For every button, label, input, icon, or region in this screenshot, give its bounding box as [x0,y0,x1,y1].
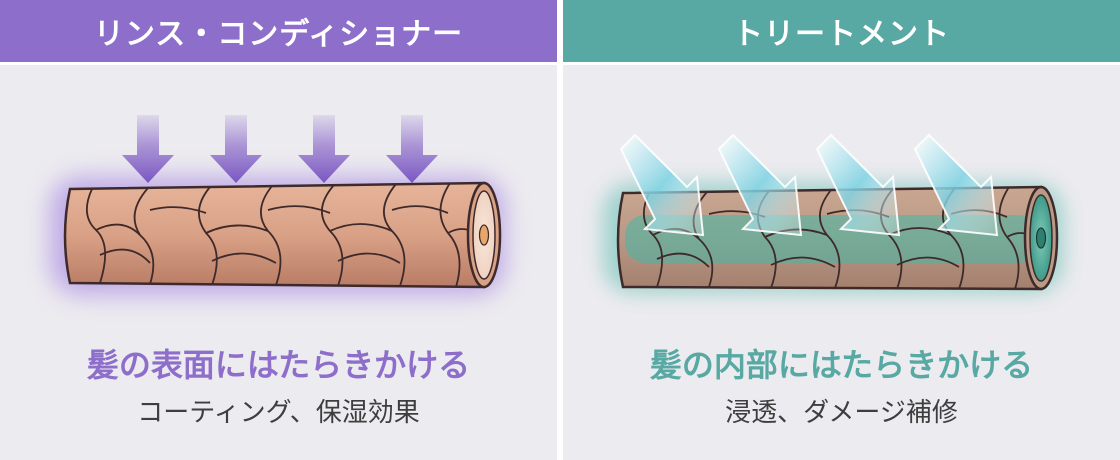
down-arrow-icon [122,115,174,183]
diagonal-arrow-icon [619,133,705,237]
header-divider [0,62,557,65]
caption-inner-effect: 浸透、ダメージ補修 [725,398,958,428]
caption-surface-effect: コーティング、保湿効果 [137,398,420,428]
panel-header-treatment: トリートメント [563,0,1120,62]
header-divider [563,62,1120,65]
rinse-conditioner-panel: リンス・コンディショナー [0,0,557,460]
panel-header-rinse: リンス・コンディショナー [0,0,557,62]
inner-treatment-band [625,215,1039,263]
down-arrow-icon [298,115,350,183]
treatment-panel: トリートメント [563,0,1120,460]
hair-surface-illustration [50,115,505,295]
hair-strand [63,181,502,289]
diagonal-arrow-icon [913,133,999,237]
diagonal-arrow-icon [815,133,901,237]
down-arrow-icon [210,115,262,183]
caption-surface-action: 髪の表面にはたらきかける [86,346,471,384]
caption-inner-action: 髪の内部にはたらきかける [649,346,1034,384]
diagonal-arrow-icon [717,133,803,237]
hair-strand [616,185,1059,291]
hair-penetration-illustration [603,133,1063,293]
down-arrow-icon [386,115,438,183]
